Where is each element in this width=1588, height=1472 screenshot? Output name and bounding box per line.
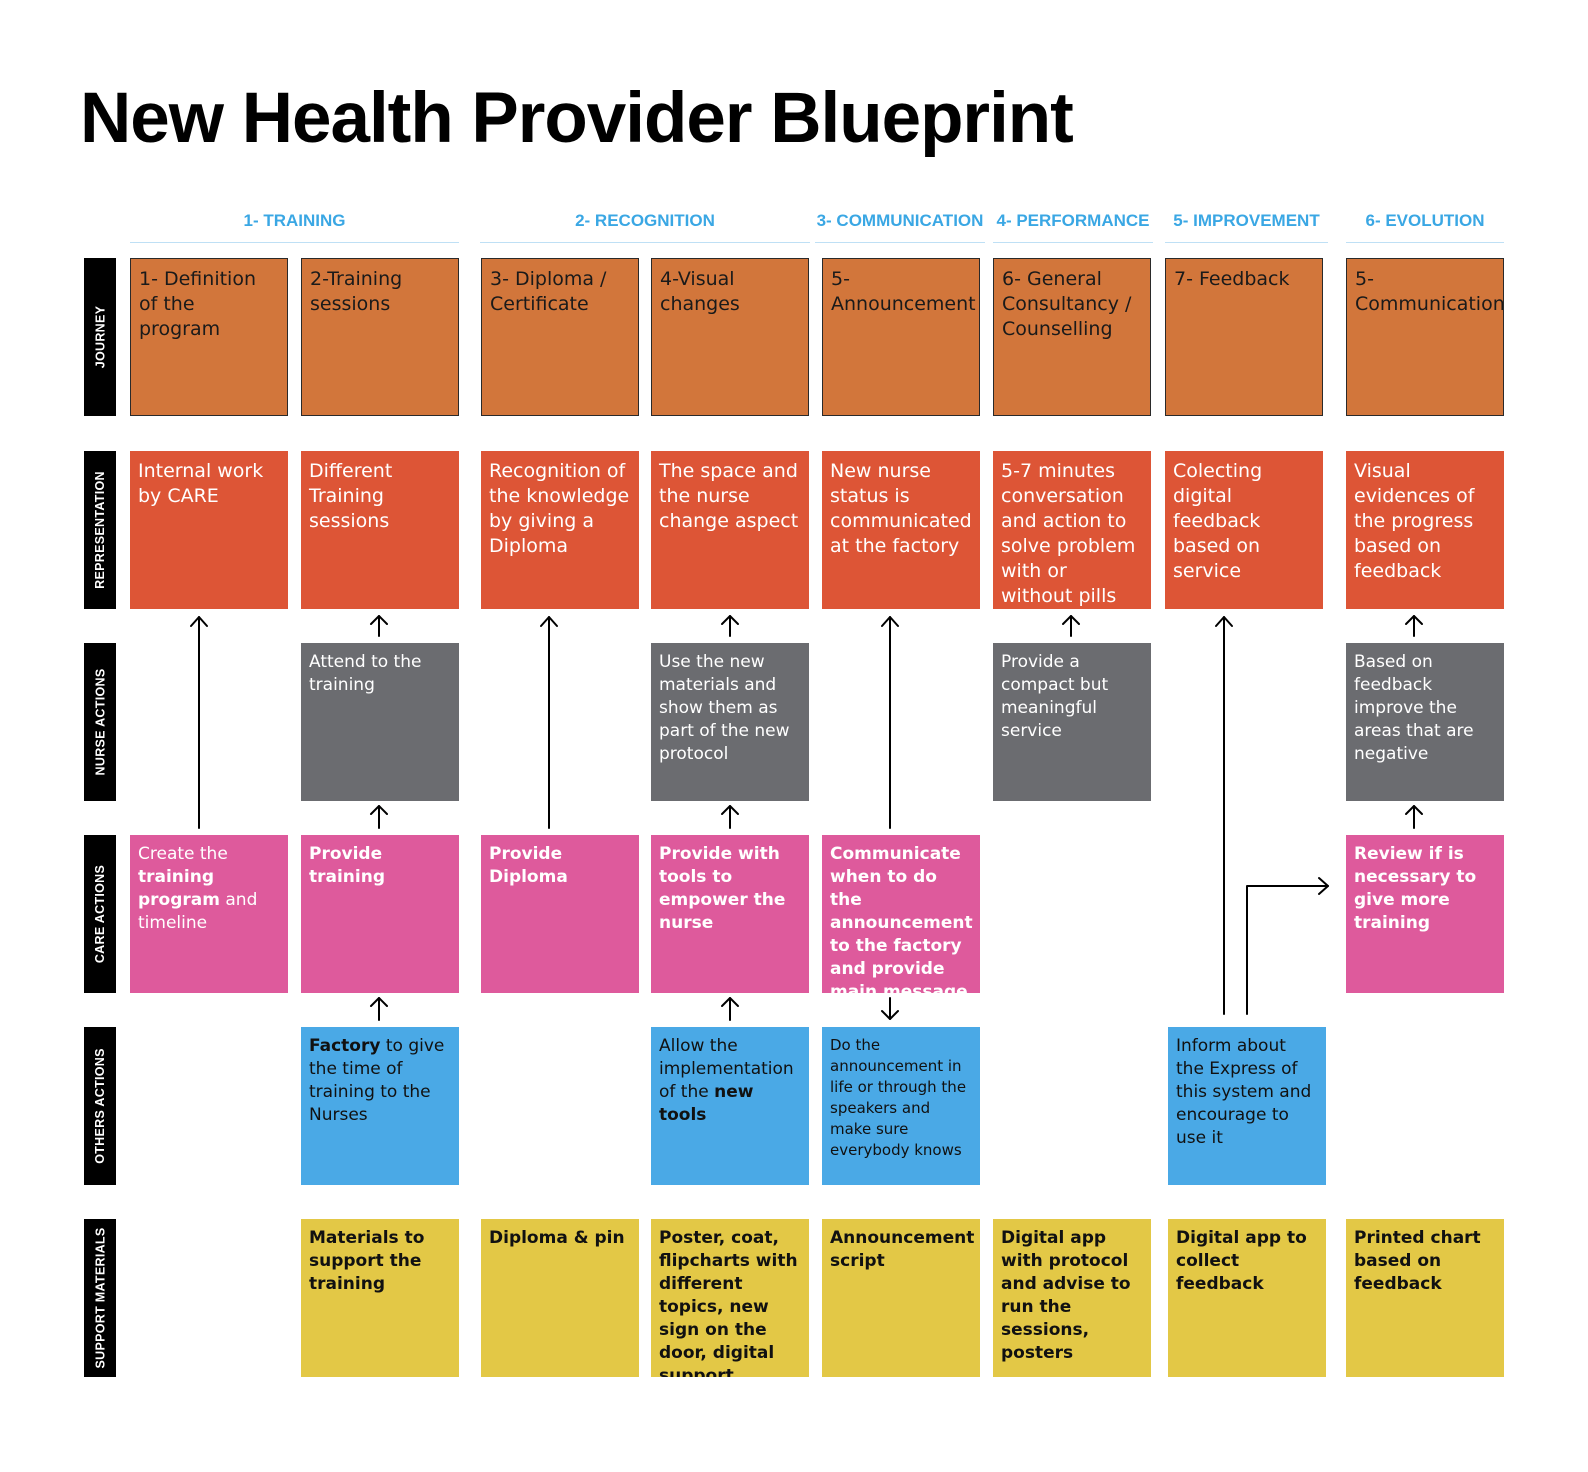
arrow-up: [190, 616, 208, 829]
care-action-card: Review if is necessary to give more trai…: [1346, 835, 1504, 993]
care-action-card: Communicate when to do the announcement …: [822, 835, 980, 993]
row-label-representation: REPRESENTATION: [84, 451, 116, 609]
others-action-card: Factory to give the time of training to …: [301, 1027, 459, 1185]
arrow-up: [721, 805, 739, 829]
support-material-card: Digital app to collect feedback: [1168, 1219, 1326, 1377]
journey-card: 6- General Consultancy / Counselling: [993, 258, 1151, 416]
support-material-card: Materials to support the training: [301, 1219, 459, 1377]
arrow-up: [721, 997, 739, 1021]
representation-card: Internal work by CARE: [130, 451, 288, 609]
representation-card: Recognition of the knowledge by giving a…: [481, 451, 639, 609]
others-action-card: Allow the implementation of the new tool…: [651, 1027, 809, 1185]
nurse-action-card: Use the new materials and show them as p…: [651, 643, 809, 801]
nurse-action-card: Provide a compact but meaningful service: [993, 643, 1151, 801]
journey-card: 5- Announcement: [822, 258, 980, 416]
care-action-card: Provide with tools to empower the nurse: [651, 835, 809, 993]
journey-card: 7- Feedback: [1165, 258, 1323, 416]
others-action-card: Inform about the Express of this system …: [1168, 1027, 1326, 1185]
representation-card: Different Training sessions: [301, 451, 459, 609]
support-material-card: Printed chart based on feedback: [1346, 1219, 1504, 1377]
nurse-action-card: Attend to the training: [301, 643, 459, 801]
phase-evolution: 6- EVOLUTION: [1346, 206, 1504, 243]
representation-card: The space and the nurse change aspect: [651, 451, 809, 609]
row-label-support-materials: SUPPORT MATERIALS: [84, 1219, 116, 1377]
arrow-up: [1062, 615, 1080, 637]
phase-improvement: 5- IMPROVEMENT: [1165, 206, 1328, 243]
arrow-up: [1405, 615, 1423, 637]
arrow-up: [370, 615, 388, 637]
care-action-card: Create the training program and timeline: [130, 835, 288, 993]
row-label-care-actions: CARE ACTIONS: [84, 835, 116, 993]
phase-performance: 4- PERFORMANCE: [993, 206, 1153, 243]
care-action-card: Provide training: [301, 835, 459, 993]
arrow-up: [1215, 616, 1233, 1015]
arrow-elbow-right: [1246, 877, 1329, 1015]
representation-card: 5-7 minutes conversation and action to s…: [993, 451, 1151, 609]
representation-card: New nurse status is communicated at the …: [822, 451, 980, 609]
arrow-up: [370, 805, 388, 829]
support-material-card: Digital app with protocol and advise to …: [993, 1219, 1151, 1377]
arrow-up: [721, 615, 739, 637]
care-action-card: Provide Diploma: [481, 835, 639, 993]
phase-communication: 3- COMMUNICATION: [815, 206, 985, 243]
representation-card: Visual evidences of the progress based o…: [1346, 451, 1504, 609]
nurse-action-card: Based on feedback improve the areas that…: [1346, 643, 1504, 801]
phase-training: 1- TRAINING: [130, 206, 459, 243]
phase-recognition: 2- RECOGNITION: [480, 206, 810, 243]
row-label-journey: JOURNEY: [84, 258, 116, 416]
support-material-card: Diploma & pin: [481, 1219, 639, 1377]
row-label-others-actions: OTHERS ACTIONS: [84, 1027, 116, 1185]
journey-card: 3- Diploma / Certificate: [481, 258, 639, 416]
support-material-card: Poster, coat, flipcharts with different …: [651, 1219, 809, 1377]
row-label-nurse-actions: NURSE ACTIONS: [84, 643, 116, 801]
representation-card: Colecting digital feedback based on serv…: [1165, 451, 1323, 609]
arrow-down: [881, 997, 899, 1020]
arrow-up: [881, 616, 899, 829]
support-material-card: Announcement script: [822, 1219, 980, 1377]
journey-card: 4-Visual changes: [651, 258, 809, 416]
journey-card: 1- Definition of the program: [130, 258, 288, 416]
arrow-up: [1405, 805, 1423, 829]
journey-card: 5- Communication: [1346, 258, 1504, 416]
others-action-card: Do the announcement in life or through t…: [822, 1027, 980, 1185]
page-title: New Health Provider Blueprint: [80, 79, 1074, 158]
journey-card: 2-Training sessions: [301, 258, 459, 416]
arrow-up: [540, 616, 558, 829]
arrow-up: [370, 997, 388, 1021]
